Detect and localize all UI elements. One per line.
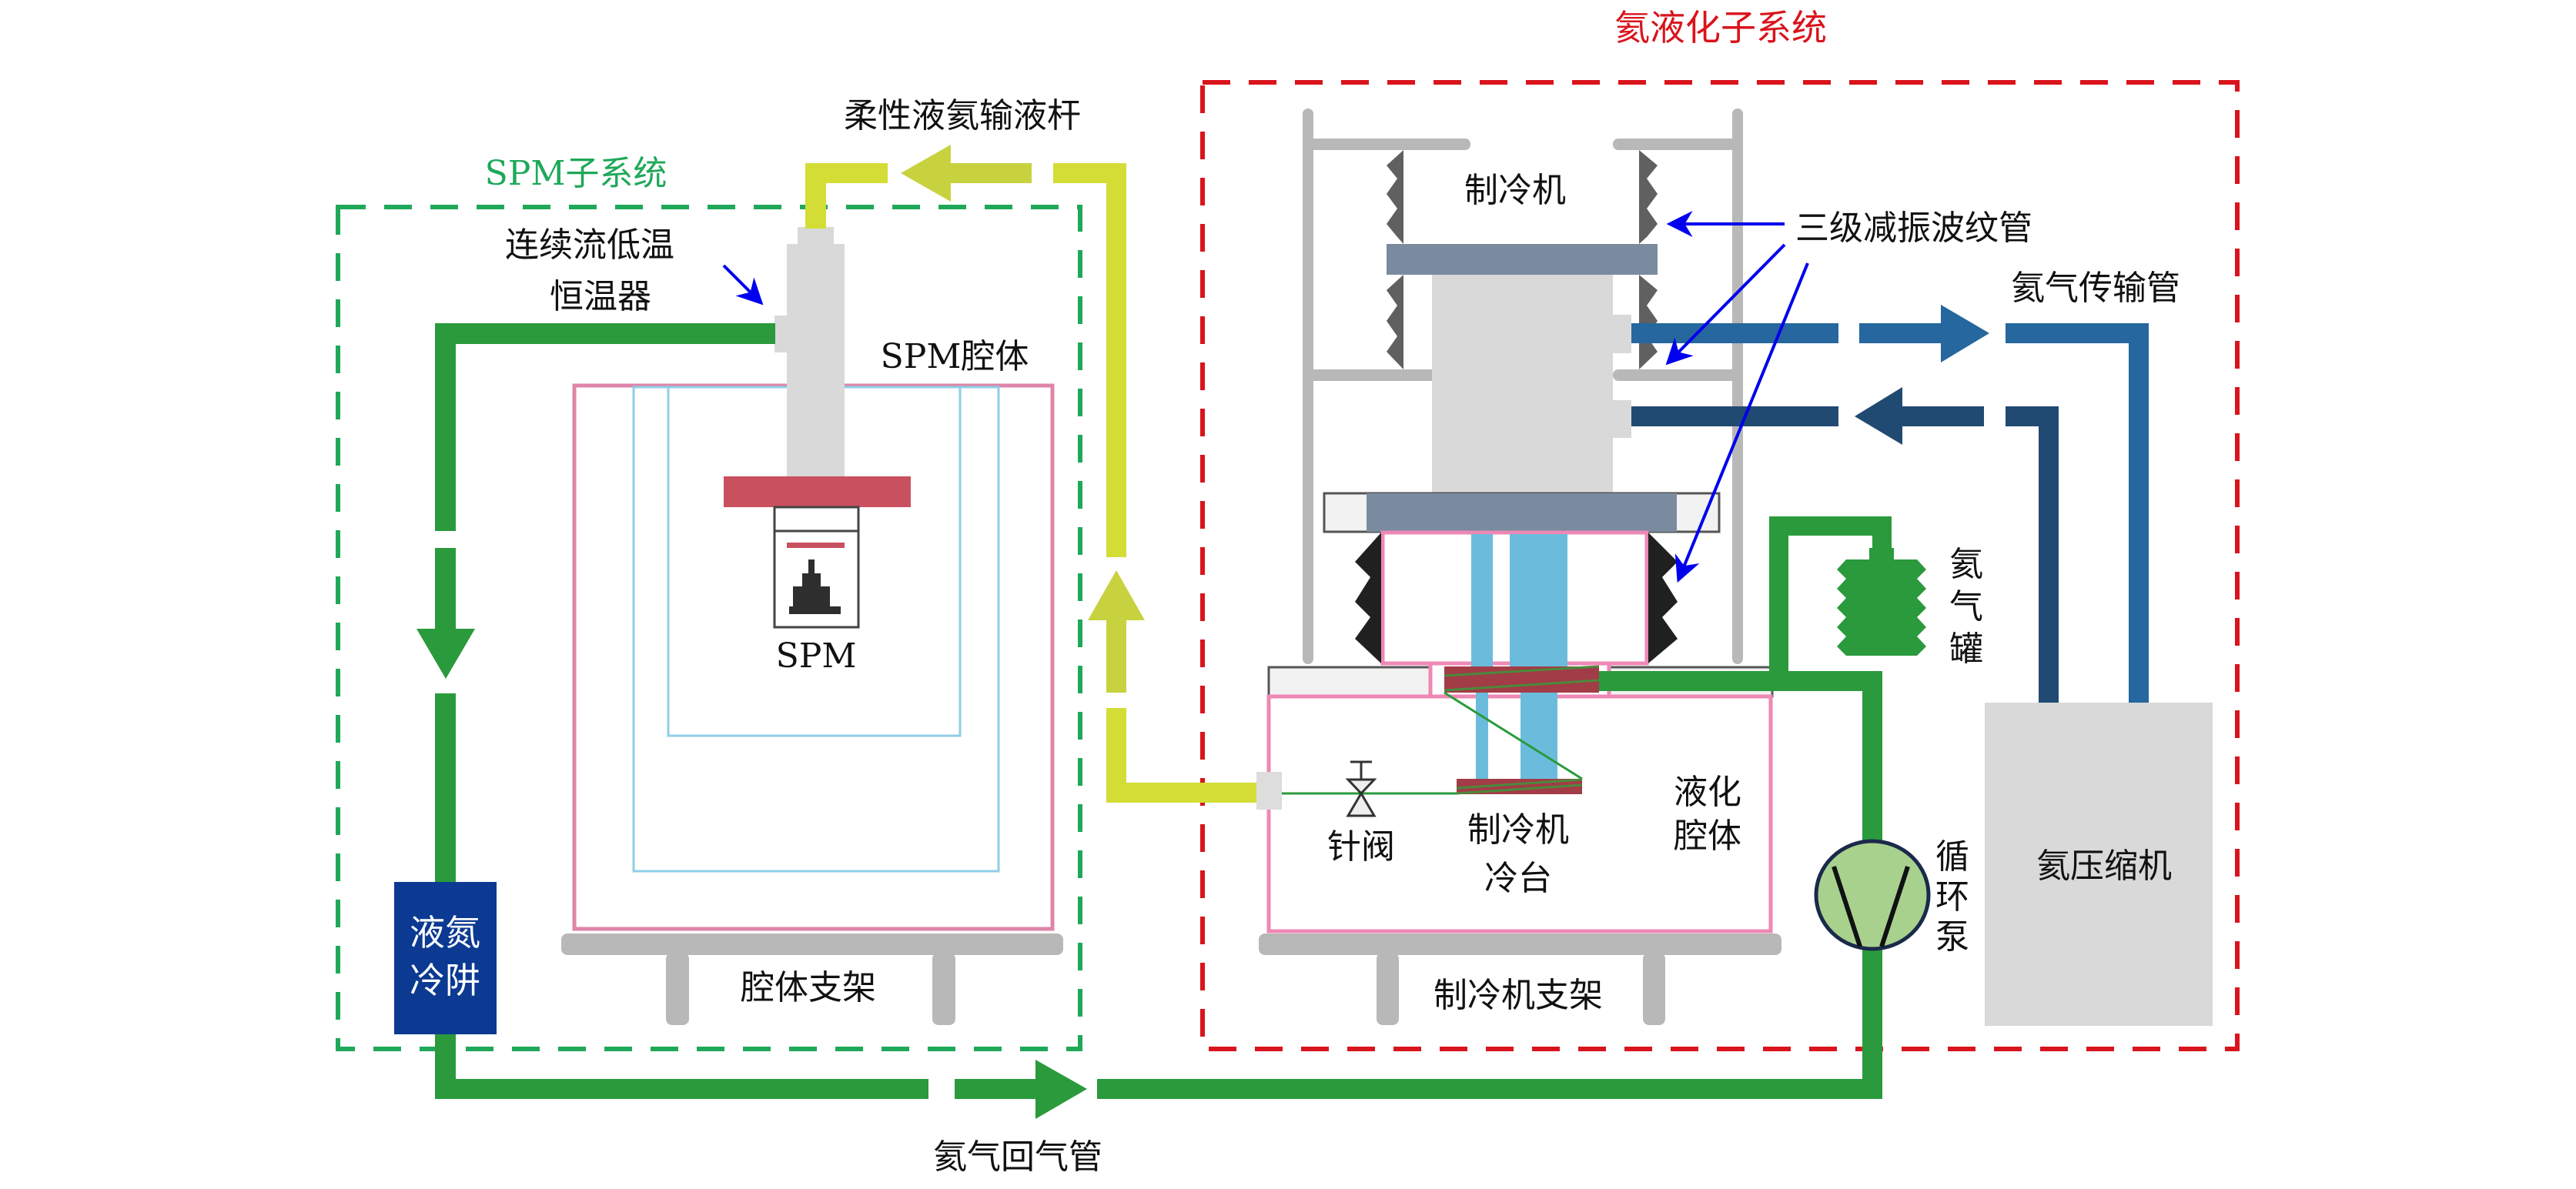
he-supply-port xyxy=(1613,315,1631,353)
bellows-label: 三级减振波纹管 xyxy=(1795,209,2032,248)
lhe-transfer-line xyxy=(805,145,1256,803)
bellows-pointer-arrow-2 xyxy=(1665,243,1786,366)
cryostat-pointer-arrow xyxy=(722,264,764,306)
lower-vibration-bellows xyxy=(1355,533,1678,663)
needle-valve-icon xyxy=(1345,760,1377,817)
cold-stage-label-line2: 冷台 xyxy=(1484,859,1552,898)
he-gas-loop xyxy=(1599,516,1892,691)
circulation-pump-icon xyxy=(1814,839,1931,951)
pump-label-2: 环 xyxy=(1935,877,1969,917)
pump-label-1: 循 xyxy=(1935,837,1969,877)
return-flow-arrow-down xyxy=(417,629,475,679)
cryocooler-frame xyxy=(1303,109,1743,664)
chamber-stand-label: 腔体支架 xyxy=(741,968,876,1007)
pump-label-3: 泵 xyxy=(1935,917,1969,957)
return-line-label: 氦气回气管 xyxy=(933,1137,1102,1177)
lhe-flow-arrow-left xyxy=(901,145,951,202)
spm-chamber-label: SPM腔体 xyxy=(881,337,1029,376)
liq-chamber-label-line1: 液化 xyxy=(1674,773,1741,812)
continuous-flow-cryostat xyxy=(774,227,845,477)
spm-label: SPM xyxy=(776,636,857,676)
ln2-trap-label-line2: 冷阱 xyxy=(410,960,480,1001)
spm-tip-icon xyxy=(789,559,841,614)
precool-heat-exchanger xyxy=(1444,665,1600,693)
ln2-trap-label-line1: 液氮 xyxy=(410,912,480,954)
cryostat-flange xyxy=(724,476,911,507)
liquefaction-chamber-outline xyxy=(1266,694,1773,933)
return-flow-arrow-right xyxy=(1035,1060,1087,1119)
he-gas-tank xyxy=(1837,548,1926,656)
lhe-flow-arrow-up xyxy=(1088,570,1145,620)
liquefaction-subsystem-boundary xyxy=(1200,80,2240,1051)
transfer-line-label: 柔性液氦输液杆 xyxy=(844,96,1081,135)
cryocooler-cold-stage xyxy=(1456,778,1583,795)
needle-valve-label: 针阀 xyxy=(1327,827,1395,867)
cryocooler-stand xyxy=(1259,933,1781,1025)
he-return-port xyxy=(1613,400,1631,438)
he-return-line xyxy=(417,323,1882,1119)
cryocooler-body xyxy=(1432,275,1613,493)
he-compressor xyxy=(1985,703,2213,1026)
bellows-pointer-arrow-3 xyxy=(1674,262,1809,583)
lower-plate xyxy=(1367,493,1677,532)
he-supply-pipe xyxy=(1631,305,2149,703)
cold-stage-label-line1: 制冷机 xyxy=(1467,810,1569,850)
cryostat-label-line2: 恒温器 xyxy=(550,277,651,316)
he-return-pipe xyxy=(1631,387,2059,703)
he-tank-label-2: 气 xyxy=(1949,587,1983,626)
spm-head xyxy=(773,506,860,629)
liq-chamber-label-line2: 腔体 xyxy=(1674,817,1741,856)
coil-to-stage-line xyxy=(1444,691,1583,780)
first-stage-column-inner xyxy=(1476,693,1488,779)
cryostat-label-line1: 连续流低温 xyxy=(505,225,674,265)
first-stage-column xyxy=(1471,534,1493,666)
cryocooler-stand-label: 制冷机支架 xyxy=(1434,976,1603,1015)
second-stage-column xyxy=(1510,534,1567,666)
he-tank-label-1: 氦 xyxy=(1949,545,1983,584)
cryocooler-label: 制冷机 xyxy=(1464,171,1566,210)
spm-subsystem-boundary xyxy=(336,205,1082,1051)
chamber-stand xyxy=(561,933,1063,1025)
he-tank-label-3: 罐 xyxy=(1949,630,1983,669)
liq-chamber-left-plate xyxy=(1267,666,1432,698)
cryocooler-top-plate xyxy=(1387,244,1658,275)
compressor-label: 氦压缩机 xyxy=(2036,847,2172,886)
spm-subsystem-title: SPM子系统 xyxy=(485,154,667,193)
ln2-cold-trap xyxy=(394,882,497,1034)
return-flow-arrow-left xyxy=(1855,387,1902,445)
transfer-line-port xyxy=(1256,772,1282,810)
supply-flow-arrow-right xyxy=(1941,305,1989,362)
upper-vibration-bellows xyxy=(1387,150,1658,369)
second-stage-column-inner xyxy=(1521,693,1557,779)
he-transfer-line-label: 氦气传输管 xyxy=(2011,269,2180,308)
liquefaction-subsystem-title: 氦液化子系统 xyxy=(1614,7,1827,48)
